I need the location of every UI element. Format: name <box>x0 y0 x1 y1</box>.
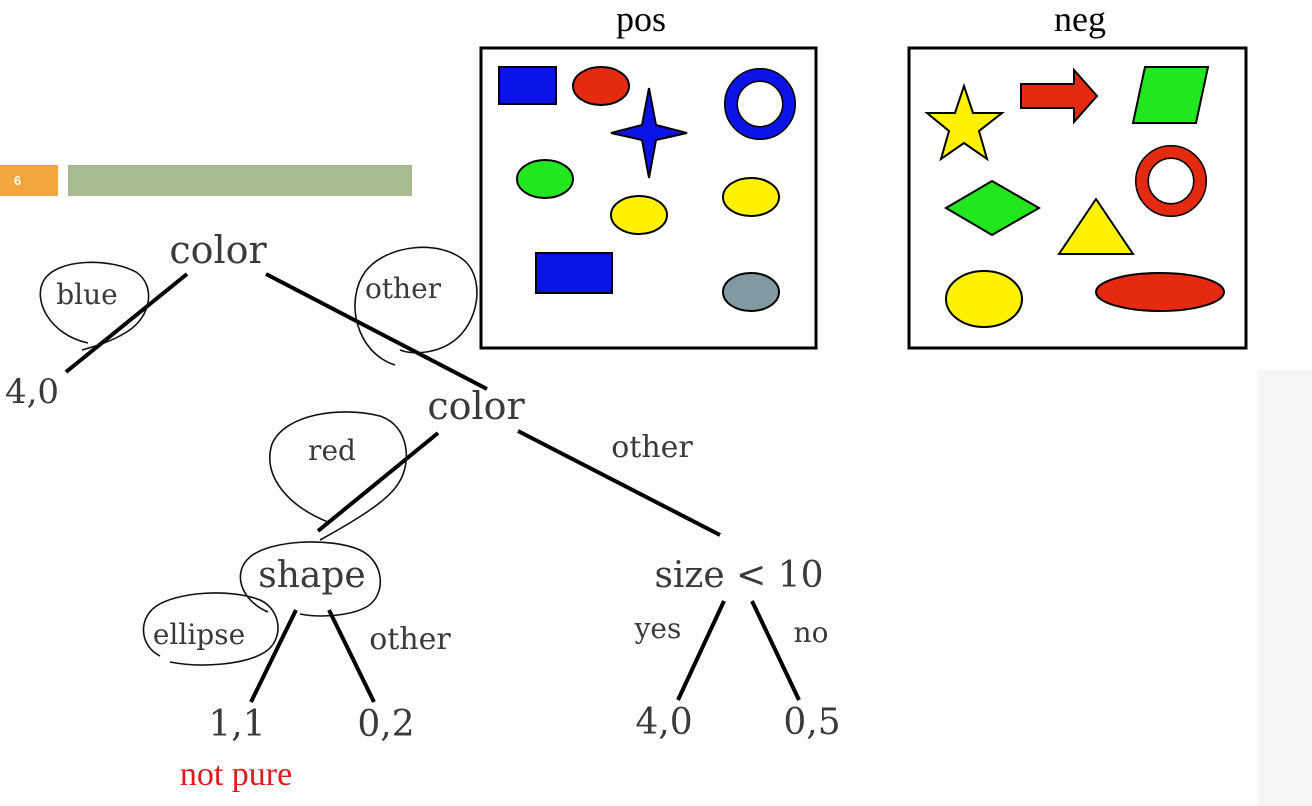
pos-panel-title: pos <box>615 0 667 39</box>
leaf-shape-other-counts: 0,2 <box>357 704 415 745</box>
leaf-ellipse-counts: 1,1 <box>208 704 266 745</box>
green-ellipse-shape <box>516 159 574 199</box>
edge-label-other-shape: other <box>369 622 451 657</box>
yellow-star-shape <box>924 82 1005 162</box>
edge-label-yes: yes <box>634 612 682 645</box>
red-ring-shape <box>1136 146 1206 216</box>
blue-rectangle-shape <box>535 252 613 294</box>
color-node-label: color <box>427 384 525 428</box>
yellow-ellipse-shape <box>610 195 668 235</box>
edge-label-no: no <box>793 616 829 649</box>
blue-star-shape <box>610 87 688 179</box>
edge-label-red: red <box>308 434 356 467</box>
blue-rectangle-shape <box>498 66 557 105</box>
green-diamond-shape <box>944 179 1042 237</box>
handdrawn-circle-ellipse <box>142 592 279 666</box>
slide-title-bar <box>68 165 412 196</box>
neg-panel-title: neg <box>1054 0 1106 39</box>
leaf-blue-counts: 4,0 <box>4 372 60 412</box>
yellow-ellipse-shape <box>945 270 1023 328</box>
handdrawn-circle-shape <box>239 541 381 617</box>
red-ellipse-shape <box>572 66 630 106</box>
edge-size-no <box>750 600 801 701</box>
gray-ellipse-shape <box>722 272 780 312</box>
slide-number-badge: 6 <box>0 165 58 196</box>
size-node-label: size < 10 <box>654 555 824 596</box>
edge-label-ellipse: ellipse <box>152 618 246 651</box>
edge-label-other-color: other <box>611 430 693 465</box>
handdrawn-circle-blue <box>39 261 150 351</box>
yellow-triangle-shape <box>1057 197 1135 255</box>
leaf-yes-counts: 4,0 <box>635 702 693 743</box>
red-arrow-shape <box>1020 67 1099 125</box>
handdrawn-circle-other <box>354 246 478 366</box>
edge-root-other <box>265 272 488 391</box>
edge-color-red <box>316 431 440 533</box>
yellow-ellipse-shape <box>722 177 780 217</box>
shape-node-label: shape <box>258 555 366 596</box>
green-parallelogram-shape <box>1131 66 1210 124</box>
not-pure-annotation: not pure <box>179 756 293 793</box>
edge-root-blue <box>64 272 189 374</box>
edge-shape-other <box>327 609 376 703</box>
leaf-no-counts: 0,5 <box>783 702 841 743</box>
edge-size-yes <box>676 600 726 701</box>
red-ellipse-shape <box>1095 272 1225 312</box>
edge-label-other-root: other <box>364 272 442 305</box>
root-node-label: color <box>169 228 267 272</box>
edge-label-blue: blue <box>56 278 118 311</box>
blue-ring-shape <box>725 69 795 139</box>
handdrawn-circle-red <box>269 411 408 541</box>
edge-shape-ellipse <box>249 609 298 703</box>
side-panel-strip <box>1258 370 1312 806</box>
edge-color-other <box>517 429 721 537</box>
